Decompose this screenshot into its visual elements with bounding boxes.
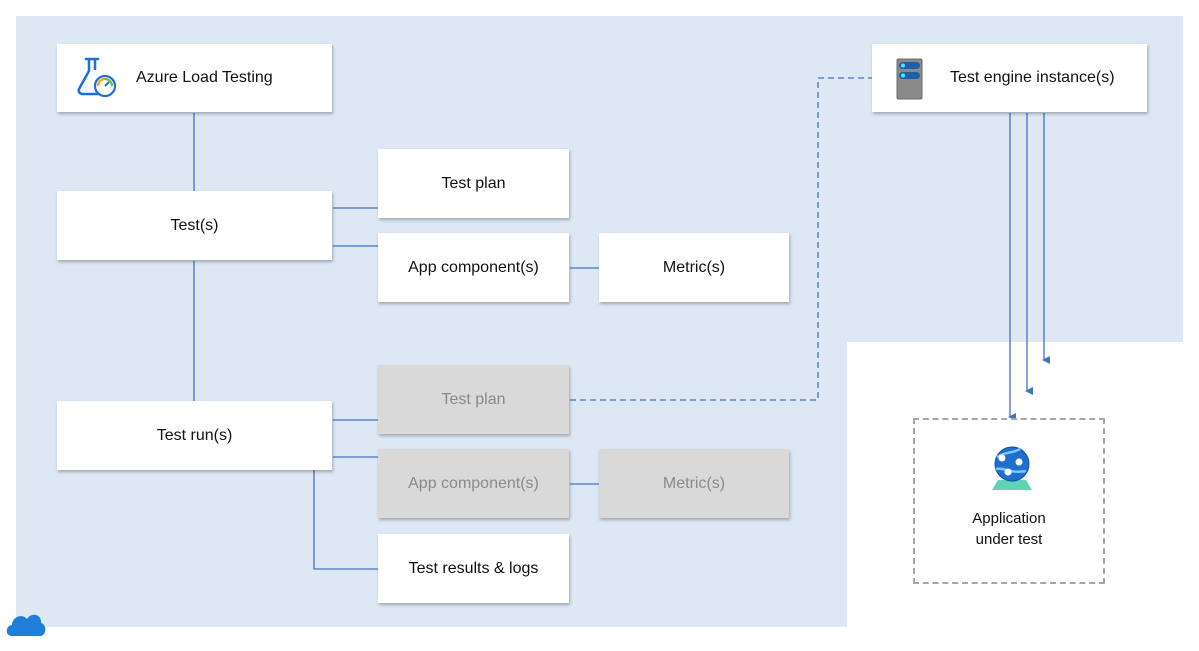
application-under-test-line-2: under test xyxy=(975,531,1043,548)
application-under-test-line-1: Application xyxy=(972,510,1046,527)
connector-runs-to-results xyxy=(313,470,378,570)
azure-load-testing-flask-icon xyxy=(77,57,117,98)
web-app-globe-icon xyxy=(992,446,1032,490)
test-runs-label: Test run(s) xyxy=(156,426,233,444)
test-engine-instances-node: Test engine instance(s) xyxy=(872,44,1147,112)
run-app-components-label: App component(s) xyxy=(408,474,539,492)
app-components-label: App component(s) xyxy=(408,258,539,276)
test-plan-label: Test plan xyxy=(441,174,506,192)
tests-node: Test(s) xyxy=(57,191,332,260)
metrics-node: Metric(s) xyxy=(599,233,789,302)
run-metrics-label: Metric(s) xyxy=(662,474,726,492)
test-results-logs-label: Test results & logs xyxy=(408,559,539,577)
cloud-icon xyxy=(6,614,46,636)
azure-load-testing-node: Azure Load Testing xyxy=(57,44,332,112)
metrics-label: Metric(s) xyxy=(662,258,726,276)
run-app-components-node: App component(s) xyxy=(378,449,569,518)
application-under-test-label: Application under test xyxy=(915,508,1103,550)
application-under-test-container: Application under test xyxy=(913,418,1105,584)
run-metrics-node: Metric(s) xyxy=(599,449,789,518)
test-results-logs-node: Test results & logs xyxy=(378,534,569,603)
test-plan-node: Test plan xyxy=(378,149,569,218)
app-components-node: App component(s) xyxy=(378,233,569,302)
test-engine-instances-label: Test engine instance(s) xyxy=(950,69,1115,86)
azure-load-testing-label: Azure Load Testing xyxy=(136,69,273,86)
cloud-region-background xyxy=(16,16,1183,627)
run-test-plan-label: Test plan xyxy=(441,390,506,408)
run-test-plan-node: Test plan xyxy=(378,365,569,434)
connector-test-plan-to-engine xyxy=(570,77,872,401)
tests-label: Test(s) xyxy=(170,216,219,234)
server-icon xyxy=(896,58,923,100)
test-runs-node: Test run(s) xyxy=(57,401,332,470)
